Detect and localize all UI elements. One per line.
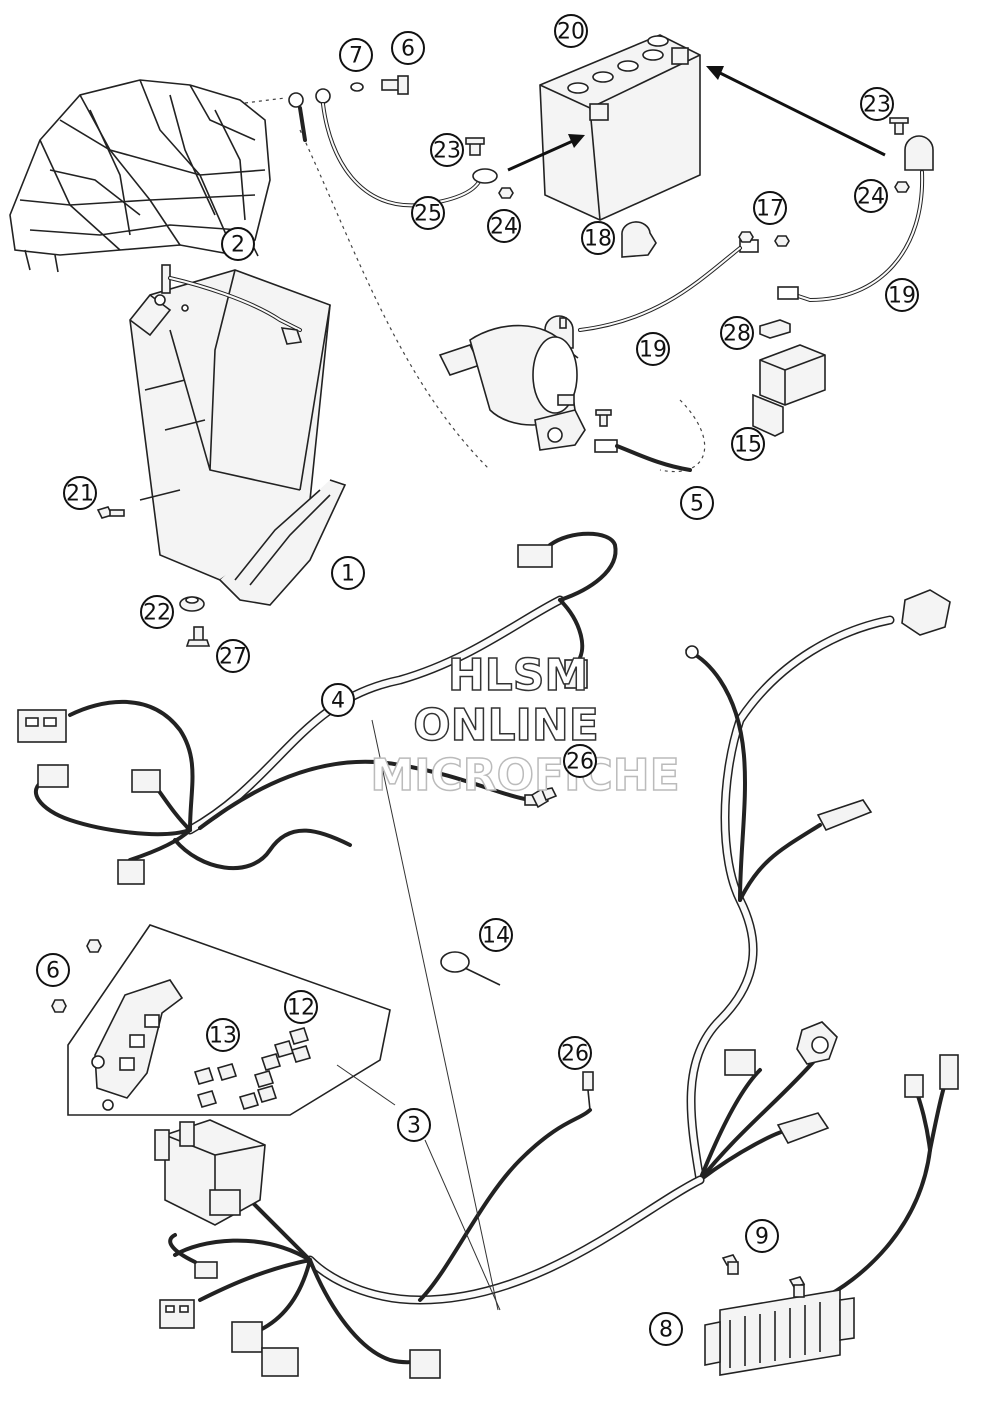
starter-cable: [544, 239, 759, 359]
svg-text:17: 17: [756, 197, 784, 222]
callout-26-upper: 26: [563, 744, 597, 778]
starter-relay: [752, 319, 826, 437]
callout-14: 14: [479, 918, 513, 952]
indicator-bulb: [530, 787, 558, 809]
bolts: [738, 231, 790, 247]
svg-text:21: 21: [66, 482, 94, 507]
svg-text:15: 15: [734, 433, 762, 458]
svg-text:23: 23: [863, 93, 891, 118]
ground-cable: [288, 75, 514, 208]
svg-text:13: 13: [209, 1024, 237, 1049]
svg-text:26: 26: [561, 1042, 589, 1067]
callout-27: 27: [216, 639, 250, 673]
svg-text:20: 20: [557, 20, 585, 45]
callout-13: 13: [206, 1018, 240, 1052]
svg-text:5: 5: [690, 492, 704, 517]
starter-motor: [438, 317, 692, 472]
svg-text:27: 27: [219, 645, 247, 670]
svg-text:23: 23: [433, 139, 461, 164]
callout-19-right: 19: [885, 278, 919, 312]
battery-box-fasteners: [96, 506, 211, 647]
watermark: HLSM ONLINE MICROFICHE: [370, 649, 681, 802]
callout-8: 8: [649, 1312, 683, 1346]
callout-25: 25: [411, 196, 445, 230]
cable-tie: [440, 951, 501, 986]
rear-wiring-harness: [685, 589, 951, 1185]
watermark-line3: MICROFICHE: [370, 750, 679, 801]
leader-lines: [336, 719, 501, 1311]
front-wiring-harness: [154, 1071, 705, 1379]
callout-15: 15: [731, 427, 765, 461]
callout-9: 9: [745, 1219, 779, 1253]
arrow-to-battery-positive: [706, 66, 886, 157]
svg-text:26: 26: [566, 750, 594, 775]
svg-text:2: 2: [231, 233, 245, 258]
svg-text:4: 4: [331, 689, 345, 714]
svg-text:6: 6: [401, 37, 415, 62]
svg-text:24: 24: [857, 185, 885, 210]
callout-26-lower: 26: [558, 1036, 592, 1070]
callout-28: 28: [720, 316, 754, 350]
callout-5: 5: [680, 486, 714, 520]
dotted-leader-frame-to-starter: [299, 129, 491, 471]
battery-box: [129, 269, 347, 606]
svg-text:6: 6: [46, 959, 60, 984]
callout-3: 3: [397, 1108, 431, 1142]
callout-12: 12: [284, 990, 318, 1024]
svg-text:7: 7: [349, 44, 363, 69]
svg-text:14: 14: [482, 924, 510, 949]
callout-7: 7: [339, 38, 373, 72]
svg-text:25: 25: [414, 202, 442, 227]
svg-text:22: 22: [143, 601, 171, 626]
svg-text:8: 8: [659, 1318, 673, 1343]
callout-24-right: 24: [854, 179, 888, 213]
callout-4: 4: [321, 683, 355, 717]
svg-text:18: 18: [584, 227, 612, 252]
svg-text:3: 3: [407, 1114, 421, 1139]
watermark-line2: ONLINE: [413, 700, 599, 751]
fuse-box-kit: [51, 924, 391, 1116]
callout-6-fusebox: 6: [36, 953, 70, 987]
svg-text:19: 19: [639, 338, 667, 363]
watermark-line1: HLSM: [448, 650, 588, 701]
callout-24-left: 24: [487, 209, 521, 243]
arrow-to-battery-negative: [507, 134, 585, 172]
callout-21: 21: [63, 476, 97, 510]
battery: [539, 34, 701, 221]
callout-1: 1: [331, 556, 365, 590]
callout-2: 2: [221, 227, 255, 261]
callout-23-right: 23: [860, 87, 894, 121]
svg-text:24: 24: [490, 215, 518, 240]
svg-text:1: 1: [341, 562, 355, 587]
callout-6-top: 6: [391, 31, 425, 65]
svg-text:12: 12: [287, 996, 315, 1021]
callout-22: 22: [140, 595, 174, 629]
callout-17: 17: [753, 191, 787, 225]
callout-20: 20: [554, 14, 588, 48]
vehicle-frame: [9, 79, 286, 273]
svg-text:19: 19: [888, 284, 916, 309]
dotted-leader-cable-loop: [659, 399, 706, 473]
callout-19-left: 19: [636, 332, 670, 366]
svg-text:28: 28: [723, 322, 751, 347]
sensor-cable: [161, 264, 303, 345]
terminal-cover: [621, 221, 657, 258]
callout-18: 18: [581, 221, 615, 255]
svg-text:9: 9: [755, 1225, 769, 1250]
battery-positive-cable: [777, 117, 934, 303]
callout-23-left: 23: [430, 133, 464, 167]
main-wiring-harness: [17, 531, 618, 885]
voltage-regulator: [704, 1054, 959, 1376]
